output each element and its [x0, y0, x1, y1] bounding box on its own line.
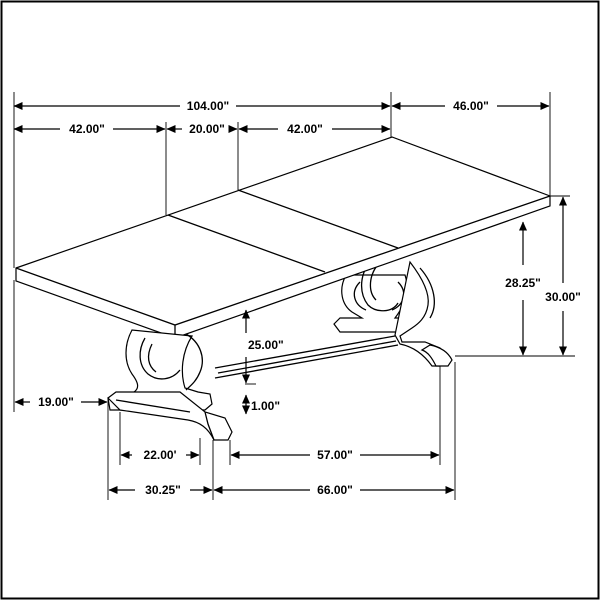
label-table-height: 30.00" [545, 290, 581, 304]
label-end-section-right: 42.00" [287, 122, 323, 136]
label-total-length: 104.00" [187, 99, 229, 113]
label-end-section-left: 42.00" [69, 122, 105, 136]
label-base-length-inner: 57.00" [317, 448, 353, 462]
stretcher [214, 335, 399, 379]
label-apron-height: 28.25" [505, 276, 541, 290]
label-leaf: 20.00" [189, 122, 225, 136]
dimension-labels: 104.00" 46.00" 42.00" 20.00" 42.00" 28.2… [38, 99, 581, 497]
label-base-foot-width: 22.00' [144, 448, 177, 462]
label-depth: 46.00" [453, 99, 489, 113]
far-pedestal [333, 259, 453, 367]
label-knee-clearance: 25.00" [248, 338, 284, 352]
label-overhang: 19.00" [38, 395, 74, 409]
near-pedestal [107, 329, 233, 441]
label-stretcher-clearance: 1.00" [251, 399, 280, 413]
label-base-length-outer: 66.00" [317, 483, 353, 497]
table-drawing [15, 136, 551, 441]
tabletop [15, 136, 551, 339]
label-base-depth: 30.25" [145, 483, 181, 497]
dimension-lines [13, 92, 575, 500]
